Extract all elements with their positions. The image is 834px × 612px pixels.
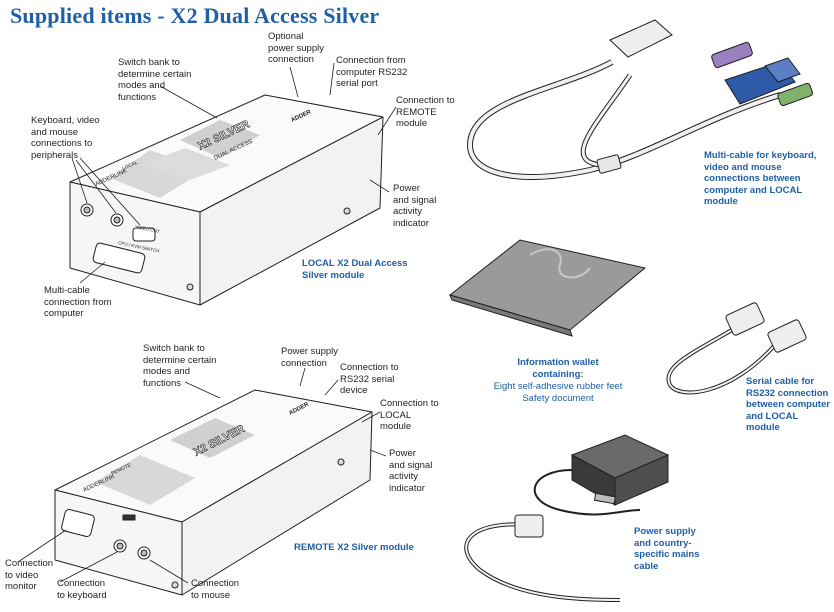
multi-cable-caption: Multi-cable for keyboard,video and mouse… xyxy=(704,150,817,207)
page-title: Supplied items - X2 Dual Access Silver xyxy=(10,3,380,28)
video-out-text: VIDEO OUT xyxy=(135,224,160,234)
local-module xyxy=(69,94,384,306)
information-wallet xyxy=(448,239,647,337)
power-supply xyxy=(464,434,670,602)
remote-module xyxy=(54,389,373,596)
remote-module-caption: REMOTE X2 Silver module xyxy=(294,542,414,553)
serial-cable xyxy=(666,302,807,395)
multi-cable xyxy=(466,19,814,180)
